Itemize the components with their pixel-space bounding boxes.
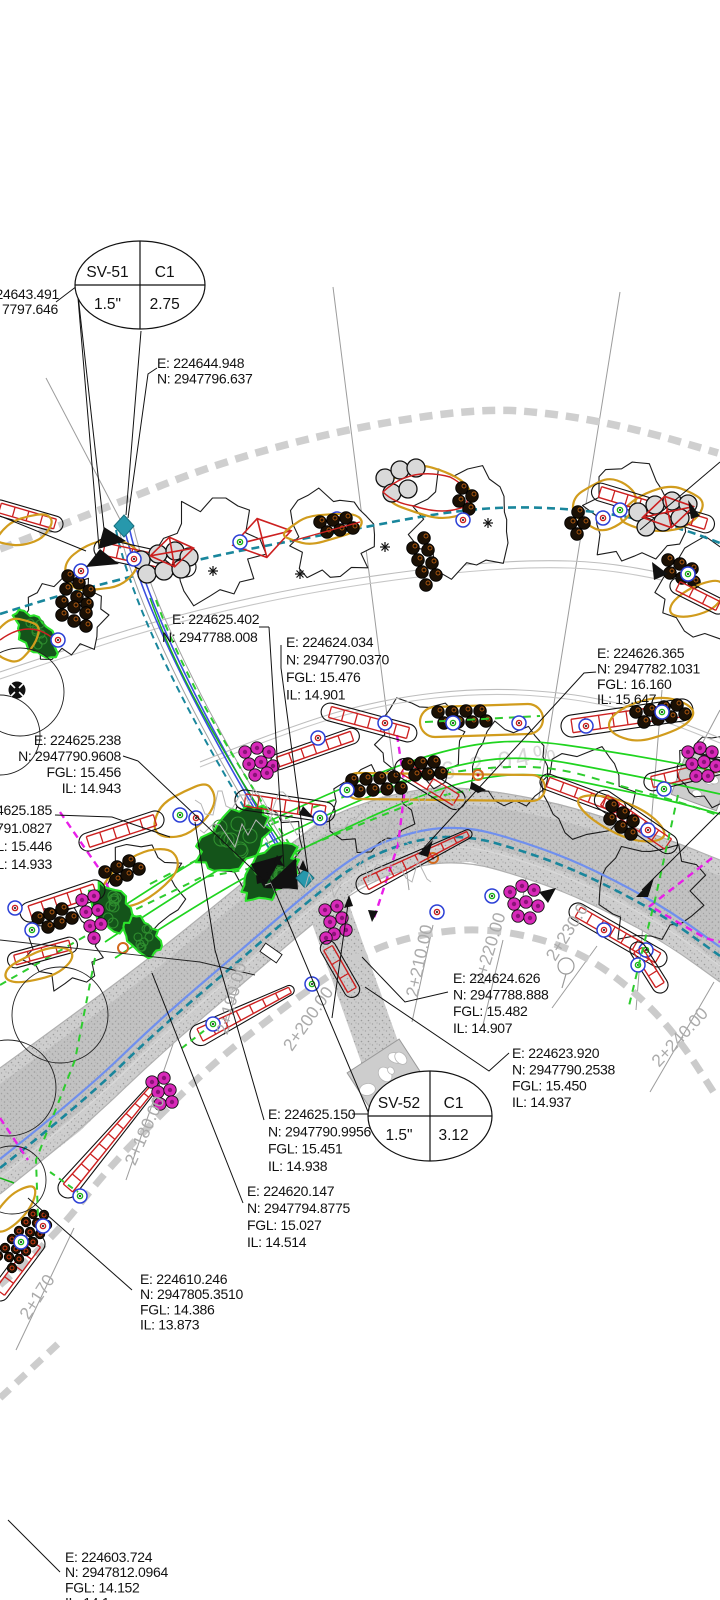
svg-text:7797.646: 7797.646	[2, 301, 59, 317]
svg-text:C1: C1	[155, 264, 175, 281]
svg-text:3.12: 3.12	[438, 1127, 468, 1144]
svg-text:1.5": 1.5"	[94, 296, 121, 313]
svg-text:24643.491: 24643.491	[0, 286, 60, 302]
svg-text:SV-51: SV-51	[86, 264, 128, 281]
svg-text:1.5": 1.5"	[385, 1127, 412, 1144]
svg-text:C1: C1	[444, 1095, 464, 1112]
svg-text:E: 224625.402: E: 224625.402	[172, 611, 260, 627]
svg-text:N: 2947788.008: N: 2947788.008	[162, 629, 258, 645]
svg-text:SV-52: SV-52	[378, 1095, 420, 1112]
svg-text:2.75: 2.75	[150, 296, 180, 313]
